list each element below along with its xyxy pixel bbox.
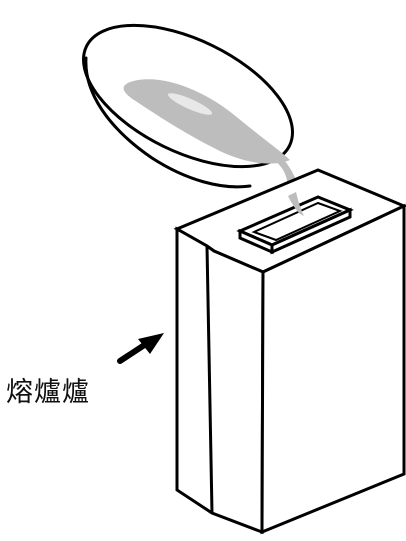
molten-metal-in-bowl bbox=[123, 79, 290, 164]
sprue-inner-shadow bbox=[251, 201, 343, 242]
metal-highlight bbox=[167, 93, 213, 115]
metal-into-mold bbox=[288, 192, 304, 216]
mold-split-line bbox=[205, 245, 214, 514]
mold-label: 熔爐爐 bbox=[6, 377, 90, 408]
arrow-icon bbox=[117, 333, 164, 364]
